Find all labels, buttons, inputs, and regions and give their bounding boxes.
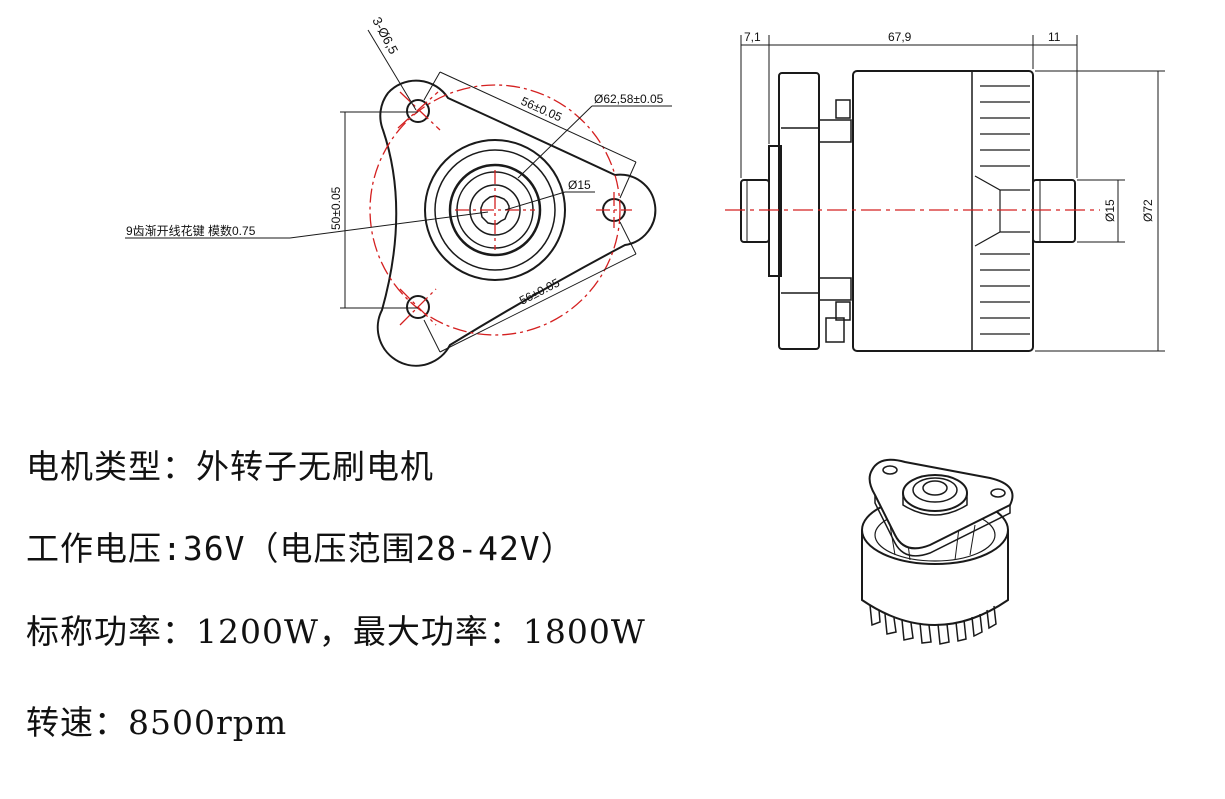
side-dimension-lines	[740, 35, 1165, 352]
mount-hole-bottom	[406, 295, 430, 319]
dim-c-text: 11	[1048, 30, 1061, 44]
right-shaft	[1032, 179, 1076, 243]
boss-ring-2	[434, 149, 556, 271]
dim-top-text: 56±0.05	[519, 94, 565, 125]
front-center-lines	[369, 84, 632, 336]
dim-a-text: 7,1	[744, 30, 761, 44]
spec-power: 标称功率：1200W，最大功率：1800W	[26, 612, 646, 651]
side-view	[740, 70, 1076, 352]
spec-voltage: 工作电压:36V（电压范围28-42V）	[26, 529, 575, 568]
dim-bore-text: Ø62,58±0.05	[594, 92, 664, 106]
motor-3d-illustration	[861, 458, 1014, 645]
hole-callout-text: 3-Ø6,5	[369, 14, 401, 56]
boss-outer-ring	[424, 139, 566, 281]
flange-body	[778, 72, 820, 350]
spline-note-text: 9齿渐开线花键 模数0.75	[126, 223, 256, 238]
spec-speed: 转速：8500rpm	[26, 703, 288, 742]
cooling-fins	[974, 85, 1030, 335]
flange-plate	[768, 145, 782, 277]
flange-outline	[376, 79, 657, 367]
mount-hole-top	[406, 99, 430, 123]
spec-motor-type: 电机类型：外转子无刷电机	[26, 447, 434, 486]
drum-fins	[869, 604, 997, 645]
bolt-circle	[369, 84, 621, 336]
front-dimension-lines	[125, 29, 672, 353]
dim-shaft-text: Ø15	[568, 178, 591, 192]
dim-body-text: Ø72	[1141, 199, 1155, 222]
dim-b-text: 67,9	[888, 30, 912, 44]
left-shaft	[740, 179, 770, 243]
rotor-body	[852, 70, 1034, 352]
dim-bottom-text: 56±0.05	[517, 275, 562, 307]
side-dimension-texts: 7,1 67,9 11 Ø15 Ø72	[744, 30, 1155, 222]
boss-ring-3	[448, 163, 542, 257]
shaft-circle	[469, 184, 521, 236]
dim-vertical-text: 50±0.05	[329, 186, 343, 230]
dim-side-shaft-text: Ø15	[1103, 199, 1117, 222]
